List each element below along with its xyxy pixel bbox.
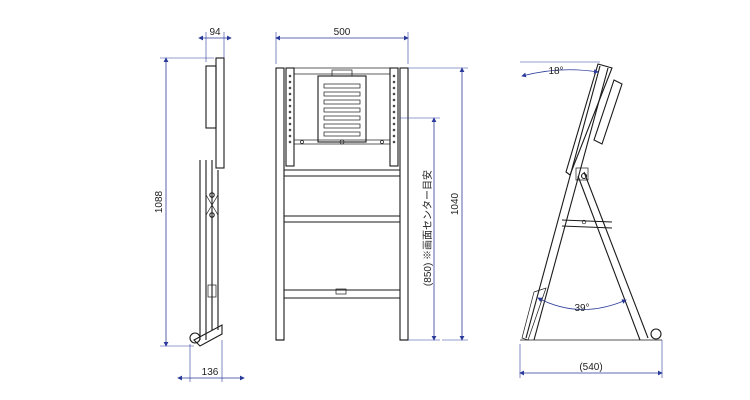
tilted-side-view xyxy=(520,63,662,341)
left-rail-holes xyxy=(288,74,292,144)
side-height-dimension: 1088 xyxy=(154,57,214,347)
side-depth-dimension: 94 xyxy=(198,27,232,62)
leg-angle-dimension: 39° xyxy=(537,297,627,314)
tilted-base-dimension: (540) xyxy=(519,340,663,378)
screen-center-dimension: (850) ※画面センター目安 xyxy=(400,117,440,341)
side-view xyxy=(189,57,225,347)
vesa-slots xyxy=(323,83,361,137)
side-height-label: 1088 xyxy=(154,190,165,213)
leg-angle-label: 39° xyxy=(574,303,589,314)
right-rail-holes xyxy=(392,74,396,144)
side-base-dimension: 136 xyxy=(177,340,245,382)
front-view xyxy=(275,67,409,341)
front-height-dimension: 1040 xyxy=(408,67,468,341)
screen-center-label: (850) ※画面センター目安 xyxy=(421,170,434,286)
tilt-angle-dimension: 18° xyxy=(520,61,600,78)
tilt-angle-label: 18° xyxy=(548,66,563,77)
front-height-label: 1040 xyxy=(450,192,461,215)
front-width-label: 500 xyxy=(334,27,351,38)
side-depth-label: 94 xyxy=(209,27,221,38)
side-base-label: 136 xyxy=(202,367,219,378)
tilted-base-label: (540) xyxy=(579,362,602,373)
front-width-dimension: 500 xyxy=(275,27,409,64)
